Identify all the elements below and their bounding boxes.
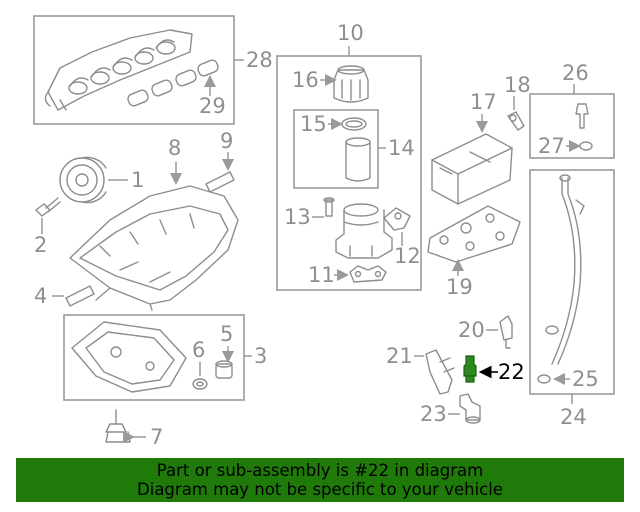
- filter-housing-part: [335, 203, 393, 259]
- label-27: 27: [538, 134, 565, 158]
- group-box-28: [33, 15, 235, 125]
- label-12: 12: [394, 244, 421, 268]
- sensor-21-part: [425, 349, 455, 395]
- label-16: 16: [292, 68, 319, 92]
- seal-4-part: [65, 285, 95, 307]
- cooler-gasket-part: [427, 205, 521, 263]
- label-28: 28: [246, 48, 273, 72]
- label-7: 7: [150, 425, 163, 449]
- label-6: 6: [192, 338, 205, 362]
- label-2: 2: [34, 233, 47, 257]
- label-4: 4: [34, 284, 47, 308]
- diagram-notice-banner: Part or sub-assembly is #22 in diagram D…: [16, 458, 624, 502]
- dipstick-tube-part: [545, 174, 585, 365]
- label-18: 18: [504, 73, 531, 97]
- sensor-20-part: [499, 315, 513, 349]
- lower-oil-pan-part: [71, 321, 187, 393]
- label-23: 23: [420, 402, 447, 426]
- filter-cap-part: [333, 65, 369, 103]
- intake-gaskets-part: [127, 59, 219, 107]
- sensor-26-part: [575, 103, 589, 129]
- oil-cooler-part: [431, 133, 513, 205]
- label-9: 9: [220, 129, 233, 153]
- gasket-11-part: [349, 265, 387, 283]
- sensor-23-part: [459, 393, 481, 424]
- label-17: 17: [470, 90, 497, 114]
- label-14: 14: [388, 136, 415, 160]
- bolt-13-part: [323, 197, 335, 217]
- upper-oil-pan-part: [69, 185, 239, 311]
- label-21: 21: [386, 344, 413, 368]
- seal-9-part: [205, 171, 235, 193]
- banner-line-1: Part or sub-assembly is #22 in diagram: [156, 461, 484, 480]
- bolt-18-part: [507, 111, 525, 131]
- label-22: 22: [498, 360, 525, 384]
- group-box-26: [529, 93, 615, 159]
- o-ring-15-part: [341, 117, 367, 131]
- label-15: 15: [300, 112, 327, 136]
- exploded-parts-diagram: 28 29 1 2 8 9 4 6: [33, 15, 615, 449]
- group-box-14: [293, 109, 379, 189]
- drain-plug-part: [215, 360, 233, 379]
- label-19: 19: [446, 275, 473, 299]
- label-20: 20: [458, 318, 485, 342]
- label-24: 24: [560, 405, 587, 429]
- o-ring-25-part: [537, 374, 551, 384]
- filter-element-part: [345, 137, 371, 182]
- group-box-3: [63, 314, 245, 401]
- highlighted-sensor-22-part: [463, 355, 477, 383]
- label-8: 8: [168, 136, 181, 160]
- washer-27-part: [579, 141, 593, 151]
- bracket-12-part: [383, 207, 411, 231]
- crankshaft-pulley-part: [59, 156, 107, 204]
- label-10: 10: [337, 21, 364, 45]
- label-13: 13: [284, 205, 311, 229]
- drain-plug-washer-part: [192, 378, 208, 390]
- banner-line-2: Diagram may not be specific to your vehi…: [137, 480, 503, 499]
- label-1: 1: [131, 168, 144, 192]
- intake-manifold-part: [44, 29, 193, 111]
- label-11: 11: [308, 263, 335, 287]
- label-5: 5: [220, 322, 233, 346]
- label-26: 26: [562, 61, 589, 85]
- label-3: 3: [254, 344, 267, 368]
- label-25: 25: [572, 367, 599, 391]
- oil-level-sensor-part: [105, 409, 131, 443]
- pulley-bolt-part: [35, 197, 61, 217]
- label-29: 29: [199, 94, 226, 118]
